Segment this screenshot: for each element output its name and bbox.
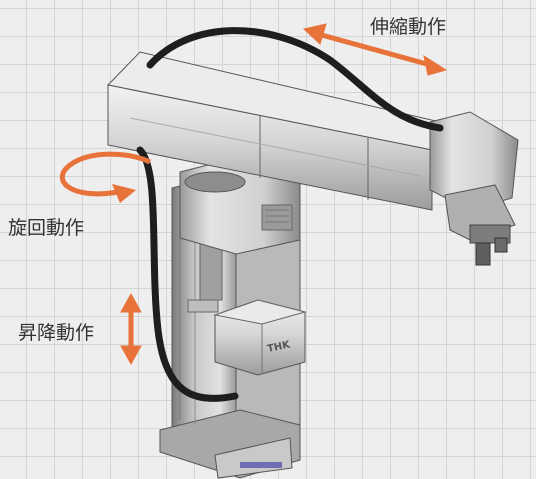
rotation-motion-label: 旋回動作 [8,217,85,239]
telescopic-motion-label: 伸縮動作 [370,16,447,38]
lift-arrow [120,292,142,366]
robot-carriage: THK [213,299,307,376]
robot-arm [107,51,441,211]
telescopic-arrow [302,23,448,76]
robot-cable-lower [136,146,239,402]
robot-cable [146,27,444,132]
lift-motion-label: 昇降動作 [18,322,95,344]
rotation-arrow [59,151,152,203]
robot-end-effector [429,111,519,266]
robot-head [179,157,301,255]
brand-mark: THK [266,339,292,355]
